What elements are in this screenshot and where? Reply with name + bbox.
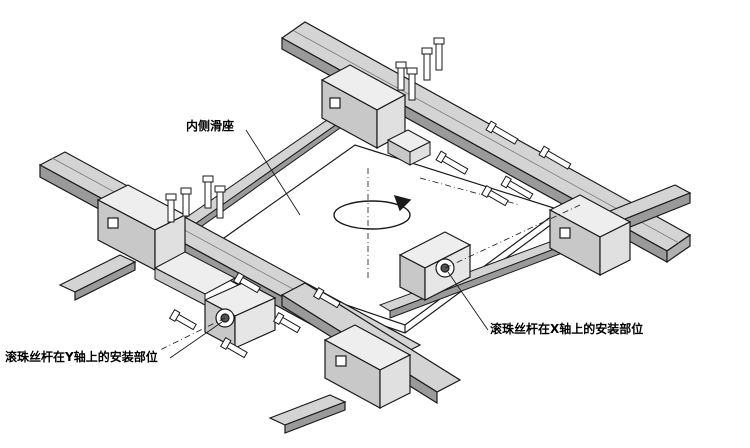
center-lines	[159, 168, 581, 351]
rail-right-lower	[598, 184, 692, 234]
ballscrew-mount-y	[203, 281, 277, 349]
ballscrew-mount-x	[398, 231, 472, 301]
spacer-block-left	[153, 251, 237, 306]
label-y-axis-ballscrew: 滚珠丝杆在Y轴上的安装部位	[5, 350, 158, 364]
hex-bolt-icon	[165, 37, 572, 359]
carriage-block-right	[548, 194, 632, 277]
spacer-block-top	[386, 129, 432, 166]
rotation-arrow-icon	[333, 194, 412, 230]
label-x-axis-ballscrew: 滚珠丝杆在X轴上的安装部位	[490, 322, 644, 336]
leader-lines	[169, 129, 489, 359]
carriage-block-bottom	[323, 324, 412, 410]
rail-left-lower	[58, 254, 137, 301]
label-inner-slider: 内侧滑座	[186, 119, 235, 133]
